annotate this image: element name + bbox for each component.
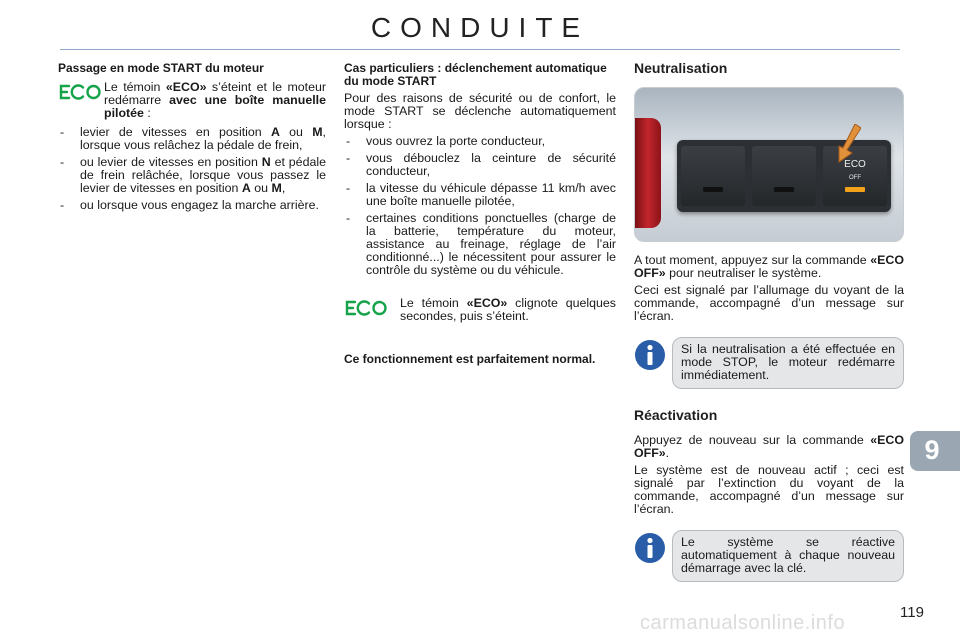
list-item: levier de vitesses en position A ou M, l… xyxy=(58,126,326,152)
switch-panel: ECO OFF xyxy=(677,140,891,212)
eco-off-switch: ECO OFF xyxy=(823,146,887,206)
eco-paragraph: Le témoin «ECO» s’éteint et le moteur re… xyxy=(58,81,326,120)
heading-reactivation: Réactivation xyxy=(634,407,718,423)
gearbox-label: avec une boîte manuelle pilotée xyxy=(104,93,326,120)
info-note-neutral: Si la neutralisation a été effectuée en … xyxy=(634,337,904,389)
watermark: carmanualsonline.info xyxy=(640,612,846,634)
heading-start-mode: Passage en mode START du moteur xyxy=(58,61,264,75)
info-note-reactivation: Le système se réactive automatiquement à… xyxy=(634,530,904,582)
eco-label: «ECO» xyxy=(165,80,207,94)
page-title: CONDUITE xyxy=(370,12,590,43)
info-icon xyxy=(635,533,665,563)
neutral-paragraph-2: Ceci est signalé par l’allumage du voyan… xyxy=(634,283,904,323)
red-trim xyxy=(635,118,661,228)
list-item: certaines conditions ponctuelles (charge… xyxy=(344,212,616,277)
eco-para-text: s’éteint et le moteur redémarre xyxy=(104,80,327,107)
special-cases-intro: Pour des raisons de sécurité ou de confo… xyxy=(344,91,616,131)
eco-para-text: clignote quelques secondes, puis s’étein… xyxy=(400,296,617,323)
react-paragraph: Appuyez de nouveau sur la commande «ECO … xyxy=(634,433,904,460)
chapter-number: 9 xyxy=(924,435,940,465)
neutral-paragraph: A tout moment, appuyez sur la commande «… xyxy=(634,253,904,280)
info-icon xyxy=(635,340,665,370)
eco-switch-sublabel: OFF xyxy=(849,175,861,181)
eco-para-text: : xyxy=(143,106,151,120)
page-number: 119 xyxy=(900,604,924,621)
eco-switch-label: ECO xyxy=(844,159,866,170)
eco-para-text: Le témoin xyxy=(104,80,166,94)
column-neutralisation: Neutralisation ECO OFF A tout moment, ap… xyxy=(634,60,904,582)
info-box: Si la neutralisation a été effectuée en … xyxy=(672,337,904,389)
info-box: Le système se réactive automatiquement à… xyxy=(672,530,904,582)
list-item: vous débouclez la ceinture de sécurité c… xyxy=(344,152,616,178)
list-item: vous ouvrez la porte conducteur, xyxy=(344,135,616,149)
eco-para-text: Le témoin xyxy=(400,296,467,310)
chapter-tab: 9 xyxy=(910,431,960,471)
eco-indicator-icon xyxy=(58,81,104,103)
start-conditions-list: levier de vitesses en position A ou M, l… xyxy=(58,126,326,213)
column-start-mode: Passage en mode START du moteur Le témoi… xyxy=(58,61,326,213)
react-paragraph-2: Le système est de nouveau actif ; ceci e… xyxy=(634,463,904,516)
closing-note: Ce fonctionnement est parfaitement norma… xyxy=(344,352,596,366)
eco-label: «ECO» xyxy=(466,296,508,310)
eco-blink-paragraph: Le témoin «ECO» clignote quelques second… xyxy=(344,297,616,323)
title-rule xyxy=(60,49,900,50)
blank-switch xyxy=(752,146,816,206)
list-item: la vitesse du véhicule dépasse 11 km/h a… xyxy=(344,182,616,208)
blank-switch xyxy=(681,146,745,206)
column-special-cases: Cas particuliers : déclenchement automat… xyxy=(344,62,616,366)
list-item: ou lorsque vous engagez la marche arrièr… xyxy=(58,199,326,213)
eco-indicator-icon xyxy=(344,297,400,319)
list-item: ou levier de vitesses en position N et p… xyxy=(58,156,326,195)
eco-off-button-photo: ECO OFF xyxy=(634,87,904,242)
heading-neutralisation: Neutralisation xyxy=(634,60,728,76)
heading-special-cases: Cas particuliers : déclenchement automat… xyxy=(344,61,607,88)
special-cases-list: vous ouvrez la porte conducteur, vous dé… xyxy=(344,135,616,277)
pointer-arrow-icon xyxy=(838,124,861,163)
